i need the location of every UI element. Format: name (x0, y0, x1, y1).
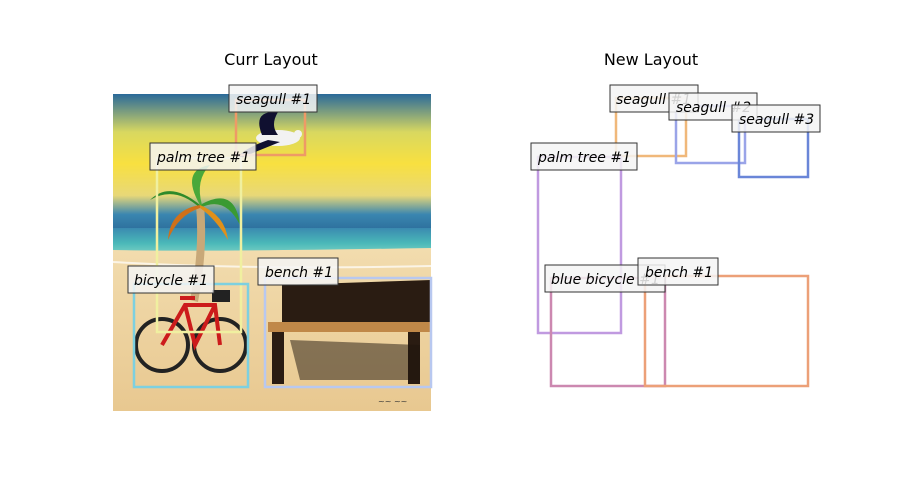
palm-tree-label: palm tree #1 (149, 142, 257, 171)
new-layout-title: New Layout (603, 50, 699, 69)
svg-text:bench #1: bench #1 (265, 265, 333, 281)
bench-shape (268, 280, 431, 384)
bench-box-new (643, 274, 810, 388)
bicycle-shape (134, 290, 248, 373)
new-layout-boxes: seagull #1 seagull #2 seagull #3 palm tr… (530, 84, 821, 388)
svg-text:palm tree #1: palm tree #1 (537, 150, 631, 166)
seagull-label: seagull #1 (228, 84, 318, 113)
svg-text:bicycle #1: bicycle #1 (134, 273, 208, 289)
svg-text:seagull #3: seagull #3 (739, 112, 814, 128)
curr-layout-boxes: seagull #1 palm tree #1 bicycle #1 bench… (127, 84, 433, 389)
seagull-3-label: seagull #3 (731, 104, 821, 133)
bench-label: bench #1 (257, 257, 339, 286)
palm-tree-label-new: palm tree #1 (530, 142, 638, 171)
signature: ~~ ~~ (378, 397, 407, 406)
curr-layout-title: Curr Layout (224, 50, 318, 69)
beach-scene-image: ~~ ~~ (112, 94, 432, 411)
svg-text:palm tree #1: palm tree #1 (156, 150, 250, 166)
svg-text:blue bicycle #1: blue bicycle #1 (551, 272, 660, 288)
svg-text:seagull #1: seagull #1 (236, 92, 311, 108)
bench-label-new: bench #1 (637, 257, 719, 286)
bicycle-label: bicycle #1 (127, 265, 215, 294)
svg-text:bench #1: bench #1 (645, 265, 713, 281)
bench-box (263, 276, 433, 389)
